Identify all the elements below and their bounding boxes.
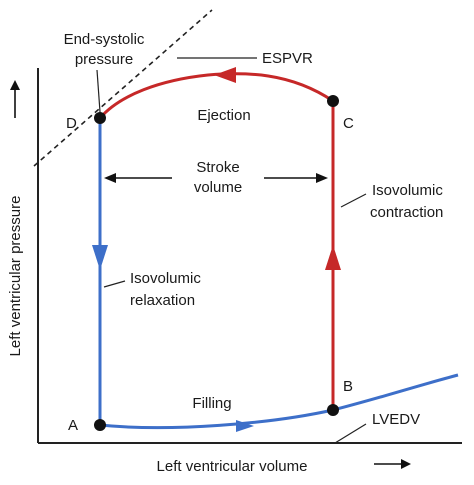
point-a-label: A: [68, 417, 78, 434]
espvr-line: [33, 9, 213, 167]
isovolumic-contraction-arrow: [325, 245, 341, 270]
end-systolic-label: End-systolic: [64, 31, 145, 48]
filling-label: Filling: [192, 395, 231, 412]
isovolumic-contraction-label-line2: contraction: [370, 204, 443, 221]
isovolumic-relaxation-label: Isovolumic: [130, 270, 201, 287]
point-d-label: D: [66, 115, 77, 132]
point-c-label: C: [343, 115, 354, 132]
lvedv-leader: [334, 423, 367, 444]
point-b-marker: [327, 404, 339, 416]
y-axis-direction-arrow: [10, 80, 20, 118]
point-b-label: B: [343, 378, 353, 395]
contraction-leader: [340, 193, 367, 208]
relaxation-leader: [103, 280, 126, 288]
point-c-marker: [327, 95, 339, 107]
lvedv-label: LVEDV: [372, 411, 420, 428]
y-axis-label: Left ventricular pressure: [7, 196, 24, 357]
filling-arrow: [236, 420, 254, 432]
stroke-volume-label: Stroke: [196, 159, 239, 176]
point-a-marker: [94, 419, 106, 431]
espvr-label: ESPVR: [262, 50, 313, 67]
ejection-label: Ejection: [197, 107, 250, 124]
ejection-arc: [98, 72, 334, 119]
isovolumic-relaxation-arrow: [92, 245, 108, 270]
ejection-arrow: [214, 67, 236, 83]
stroke-volume-label-line2: volume: [194, 179, 242, 196]
filling-curve: [99, 373, 459, 430]
x-axis-label: Left ventricular volume: [157, 458, 308, 475]
stroke-volume-arrow: [104, 173, 328, 183]
point-d-marker: [94, 112, 106, 124]
isovolumic-contraction-label: Isovolumic: [372, 182, 443, 199]
x-axis-direction-arrow: [374, 459, 411, 469]
end-systolic-leader: [96, 69, 101, 113]
isovolumic-relaxation-label-line2: relaxation: [130, 292, 195, 309]
end-systolic-label-line2: pressure: [75, 51, 133, 68]
